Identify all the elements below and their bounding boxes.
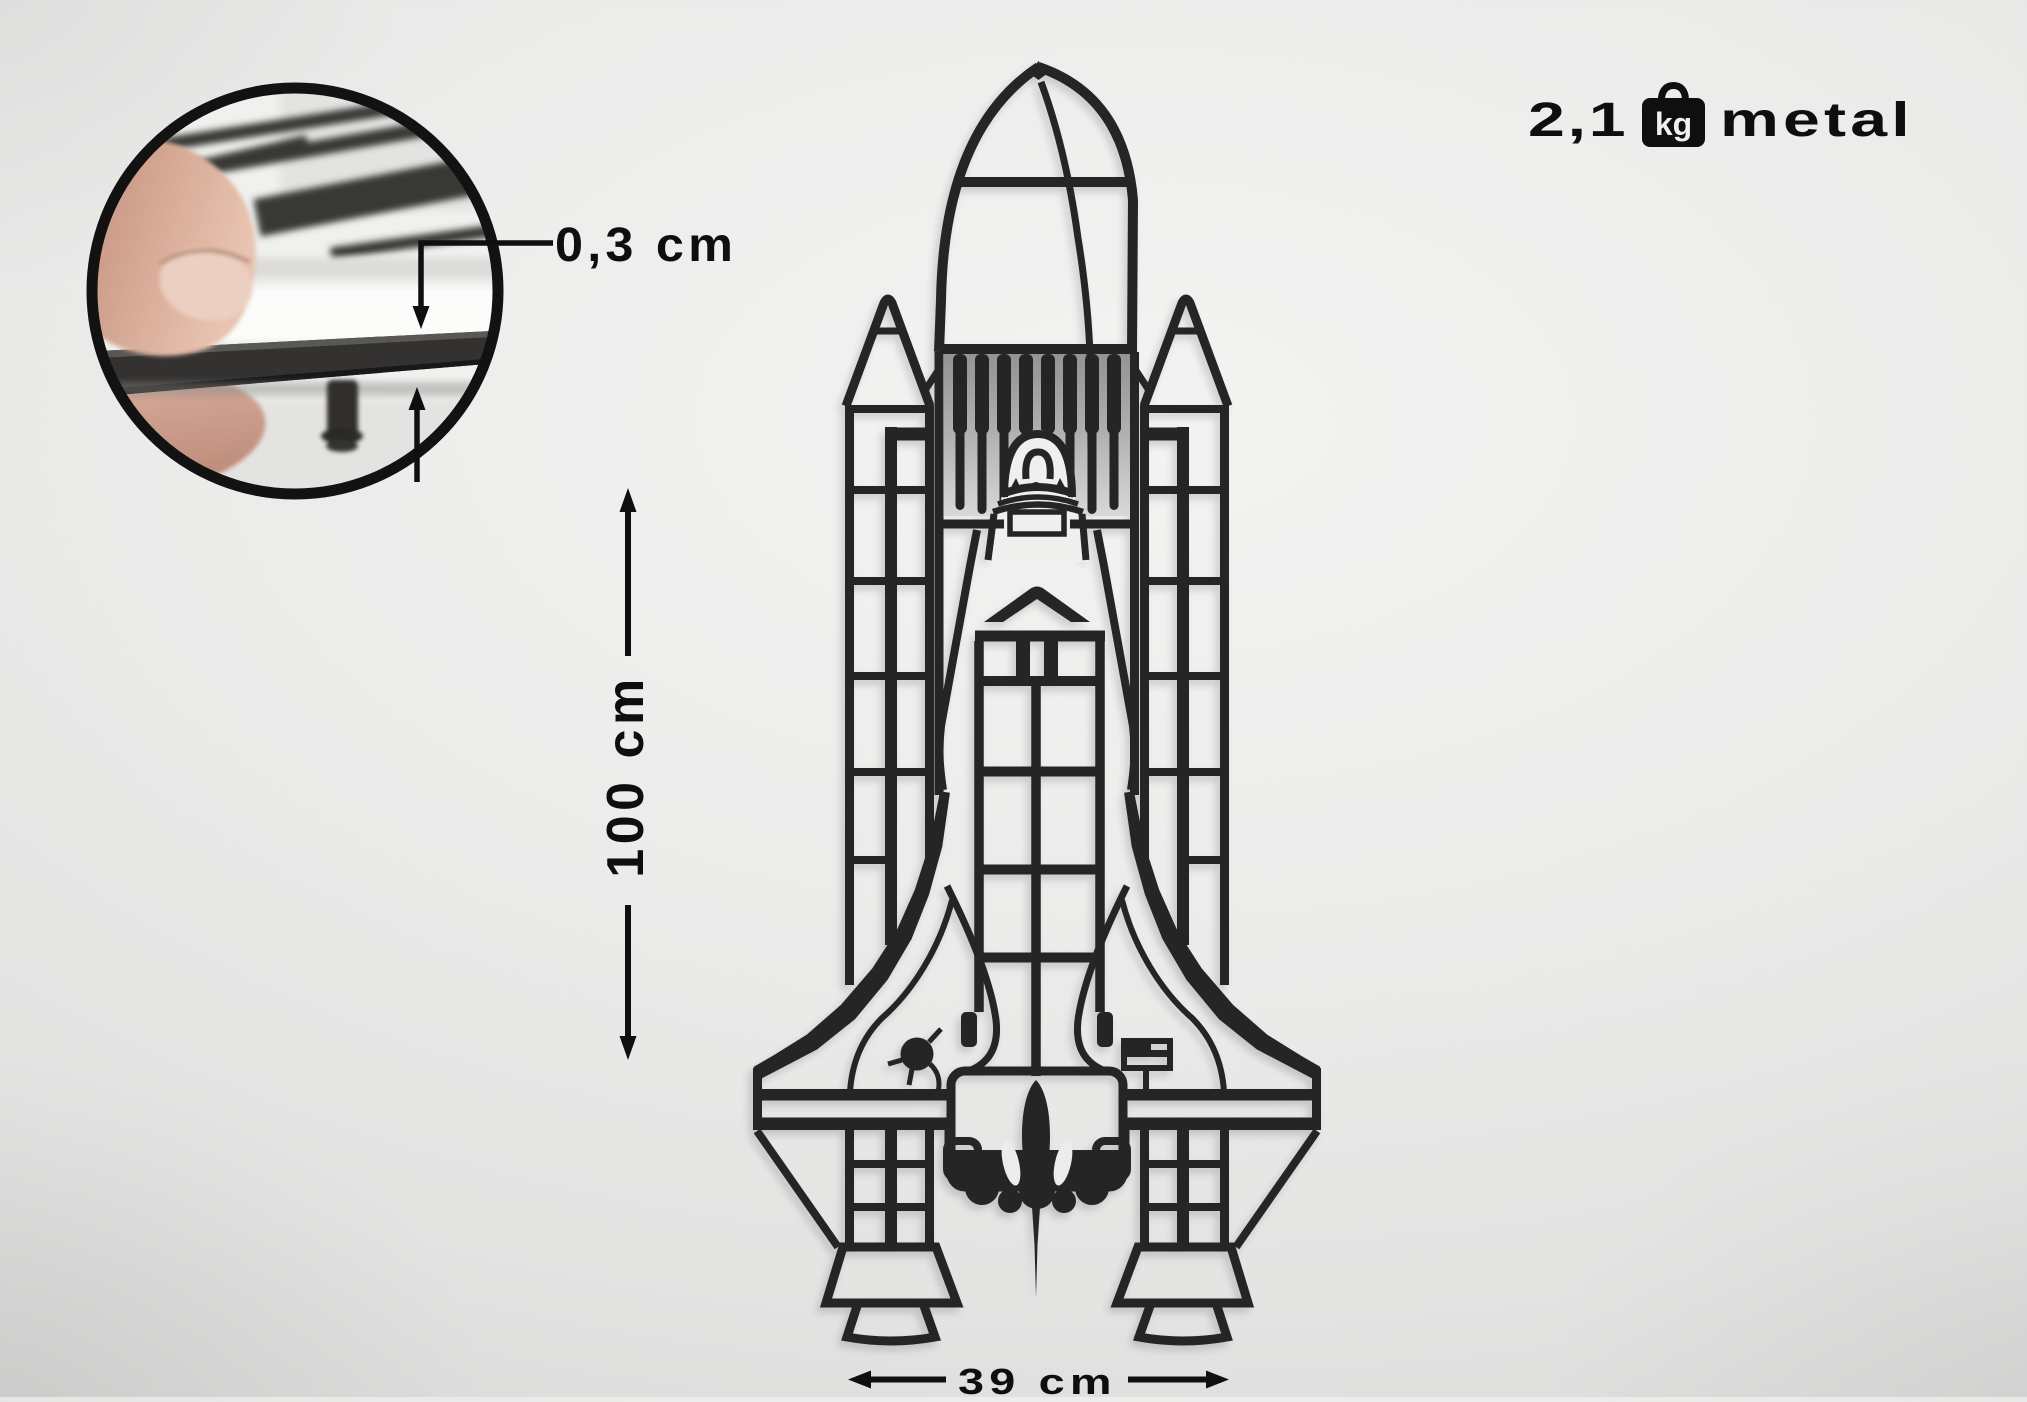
svg-text:kg: kg xyxy=(1655,106,1692,142)
